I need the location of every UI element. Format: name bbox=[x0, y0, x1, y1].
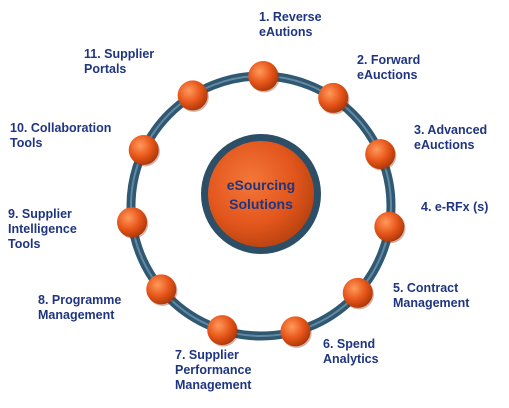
node-label-advanced-eauctions: 3. Advanced eAuctions bbox=[414, 123, 488, 152]
node-bubble-7 bbox=[207, 315, 238, 346]
node-bubble-5 bbox=[342, 277, 373, 308]
node-bubble-10 bbox=[128, 134, 159, 165]
node-label-supplier-intelligence-tools: 9. Supplier Intelligence Tools bbox=[8, 207, 77, 251]
center-title-line2: Solutions bbox=[229, 196, 293, 212]
node-label-contract-management: 5. Contract Management bbox=[393, 281, 470, 310]
node-label-supplier-portals: 11. Supplier Portals bbox=[84, 47, 155, 76]
node-bubble-4 bbox=[374, 211, 405, 242]
node-label-collaboration-tools: 10. Collaboration Tools bbox=[10, 121, 112, 150]
node-bubble-2 bbox=[318, 82, 349, 113]
node-bubble-1 bbox=[248, 61, 279, 92]
node-bubble-9 bbox=[117, 207, 148, 238]
node-label-e-rfx: 4. e-RFx (s) bbox=[421, 200, 489, 214]
center-disc bbox=[208, 141, 314, 247]
node-label-forward-eauctions: 2. Forward eAuctions bbox=[357, 53, 421, 82]
node-label-spend-analytics: 6. Spend Analytics bbox=[323, 337, 379, 366]
node-bubble-6 bbox=[280, 316, 311, 347]
node-label-supplier-performance-management: 7. Supplier Performance Management bbox=[175, 348, 252, 392]
center-title-line1: eSourcing bbox=[227, 177, 295, 193]
node-label-reverse-eauctions: 1. Reverse eAutions bbox=[259, 10, 322, 39]
node-layer bbox=[117, 61, 406, 348]
node-bubble-8 bbox=[146, 274, 177, 305]
node-bubble-3 bbox=[365, 139, 396, 170]
node-bubble-11 bbox=[177, 80, 208, 111]
node-label-programme-management: 8. Programme Management bbox=[38, 293, 122, 322]
